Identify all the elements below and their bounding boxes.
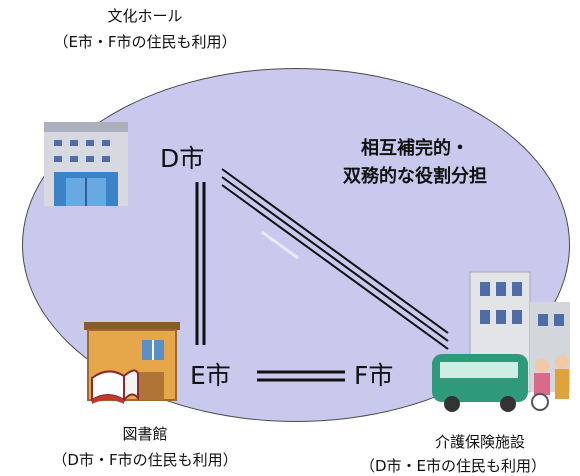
city-f-label: F市 bbox=[354, 361, 394, 390]
culture-hall-name: 文化ホール bbox=[107, 7, 183, 25]
care-facility-note: （D市・E市の住民も利用） bbox=[360, 457, 547, 475]
city-d-label: D市 bbox=[160, 144, 205, 173]
role-text-line-2: 双務的な役割分担 bbox=[343, 166, 487, 187]
role-text-line-1: 相互補完的・ bbox=[361, 138, 469, 159]
connection-d-f-line-2 bbox=[221, 176, 449, 342]
center-highlight-mark bbox=[261, 230, 299, 260]
library-note: （D市・F市の住民も利用） bbox=[52, 451, 238, 469]
culture-hall-note: （E市・F市の住民も利用） bbox=[53, 33, 237, 51]
care-facility-name: 介護保険施設 bbox=[434, 433, 525, 451]
office-building-icon bbox=[44, 122, 128, 206]
care-facility-bus-icon bbox=[432, 271, 570, 412]
connection-d-f-line-3 bbox=[221, 184, 449, 350]
library-building-icon bbox=[84, 322, 180, 404]
library-name: 図書館 bbox=[122, 425, 168, 443]
city-e-label: E市 bbox=[190, 361, 231, 390]
connection-d-f-line-1 bbox=[221, 168, 449, 334]
